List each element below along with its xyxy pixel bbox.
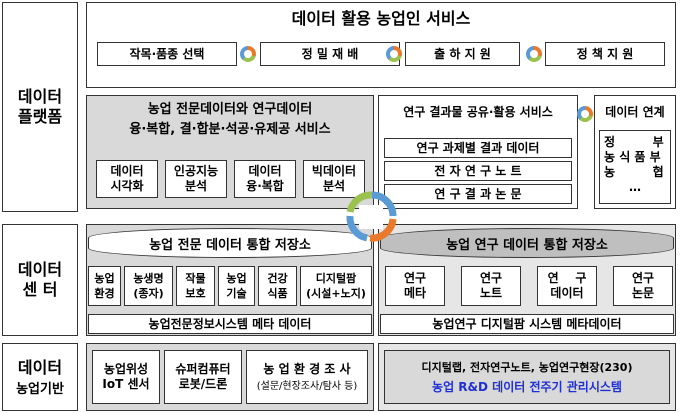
rnd-system-sources: 디지털랩, 전자연구노트, 농업연구현장(230) <box>421 361 633 374</box>
rnd-system-title: 농업 R&D 데이터 전주기 관리시스템 <box>432 380 622 394</box>
env-survey-subtitle: (설문/현장조사/탐사 등) <box>256 381 358 392</box>
farmer-services-title: 데이터 활용 농업인 서비스 <box>291 9 471 28</box>
link-item-more: … <box>629 180 641 194</box>
research-data-storage: 농업 연구 데이터 통합 저장소 <box>380 228 674 258</box>
research-item-papers: 연 구 결 과 논 문 <box>384 184 572 204</box>
data-center-label: 데이터 센 터 <box>2 224 78 336</box>
research-item-project-data: 연구 과제별 결과 데이터 <box>384 138 572 158</box>
cycle-icon <box>577 106 593 122</box>
service-crop-selection: 작목·품종 선택 <box>97 42 237 66</box>
expert-item-health-food: 건강 식품 <box>258 266 297 306</box>
expert-research-service-title: 농업 전문데이터와 연구데이터 융·복합, 결·합분·석공·유제공 서비스 <box>129 102 331 137</box>
service-precision-farming: 정 밀 재 배 <box>260 42 400 66</box>
base-item-satellite-iot: 농업위성 IoT 센서 <box>92 350 160 404</box>
cycle-icon <box>240 46 256 62</box>
data-link-list: 정 부 농 식 품 부 농 협 … <box>599 130 671 204</box>
base-item-env-survey: 농 업 환 경 조 사 (설문/현장조사/탐사 등) <box>246 350 368 404</box>
expert-item-crop-protection: 작물 보호 <box>176 266 215 306</box>
agri-base-label: 데이터 농업기반 <box>2 343 78 411</box>
agri-base-label-bottom: 농업기반 <box>16 381 64 397</box>
research-item-papers-db: 연구 논문 <box>613 266 673 306</box>
cycle-icon <box>526 46 542 62</box>
research-item-e-notes: 전 자 연 구 노 트 <box>384 161 572 181</box>
base-item-supercomputer-robot: 슈퍼컴퓨터 로봇/드론 <box>164 350 242 404</box>
service-shipping-support: 출 하 지 원 <box>405 42 520 66</box>
circular-arrows-icon <box>346 191 397 242</box>
expert-item-environment: 농업 환경 <box>88 266 121 306</box>
expert-data-storage: 농업 전문 데이터 통합 저장소 <box>88 228 372 258</box>
tool-visualization: 데이터 시각화 <box>96 160 158 198</box>
data-link-title: 데이터 연계 <box>605 104 665 119</box>
research-item-meta: 연구 메타 <box>385 266 445 306</box>
expert-item-life-seed: 농생명 (종자) <box>124 266 173 306</box>
env-survey-title: 농 업 환 경 조 사 <box>263 362 351 376</box>
platform-label: 데이터 플랫폼 <box>2 2 78 212</box>
research-item-data: 연 구 데이터 <box>537 266 597 306</box>
rnd-lifecycle-system: 디지털랩, 전자연구노트, 농업연구현장(230) 농업 R&D 데이터 전주기… <box>384 350 670 404</box>
research-sharing-title: 연구 결과물 공유·활용 서비스 <box>403 104 553 119</box>
tool-data-fusion: 데이터 융·복합 <box>234 160 296 198</box>
tool-bigdata-analysis: 빅데이터 분석 <box>303 160 365 198</box>
link-item-mafra: 농 식 품 부 <box>604 150 661 164</box>
research-item-notes: 연구 노트 <box>461 266 521 306</box>
expert-meta-data: 농업전문정보시스템 메타 데이터 <box>88 314 372 334</box>
tool-ai-analysis: 인공지능 분석 <box>165 160 227 198</box>
research-meta-data: 농업연구 디지털팜 시스템 메타데이터 <box>380 314 674 334</box>
expert-item-agri-tech: 농업 기술 <box>218 266 255 306</box>
service-policy-support: 정 책 지 원 <box>545 42 665 66</box>
link-item-nonghyup: 농 협 <box>604 165 664 179</box>
cycle-icon <box>386 46 402 62</box>
agri-base-label-top: 데이터 <box>17 357 63 377</box>
link-item-government: 정 부 <box>604 135 664 149</box>
expert-item-digital-farm: 디지털팜 (시설+노지) <box>300 266 372 306</box>
